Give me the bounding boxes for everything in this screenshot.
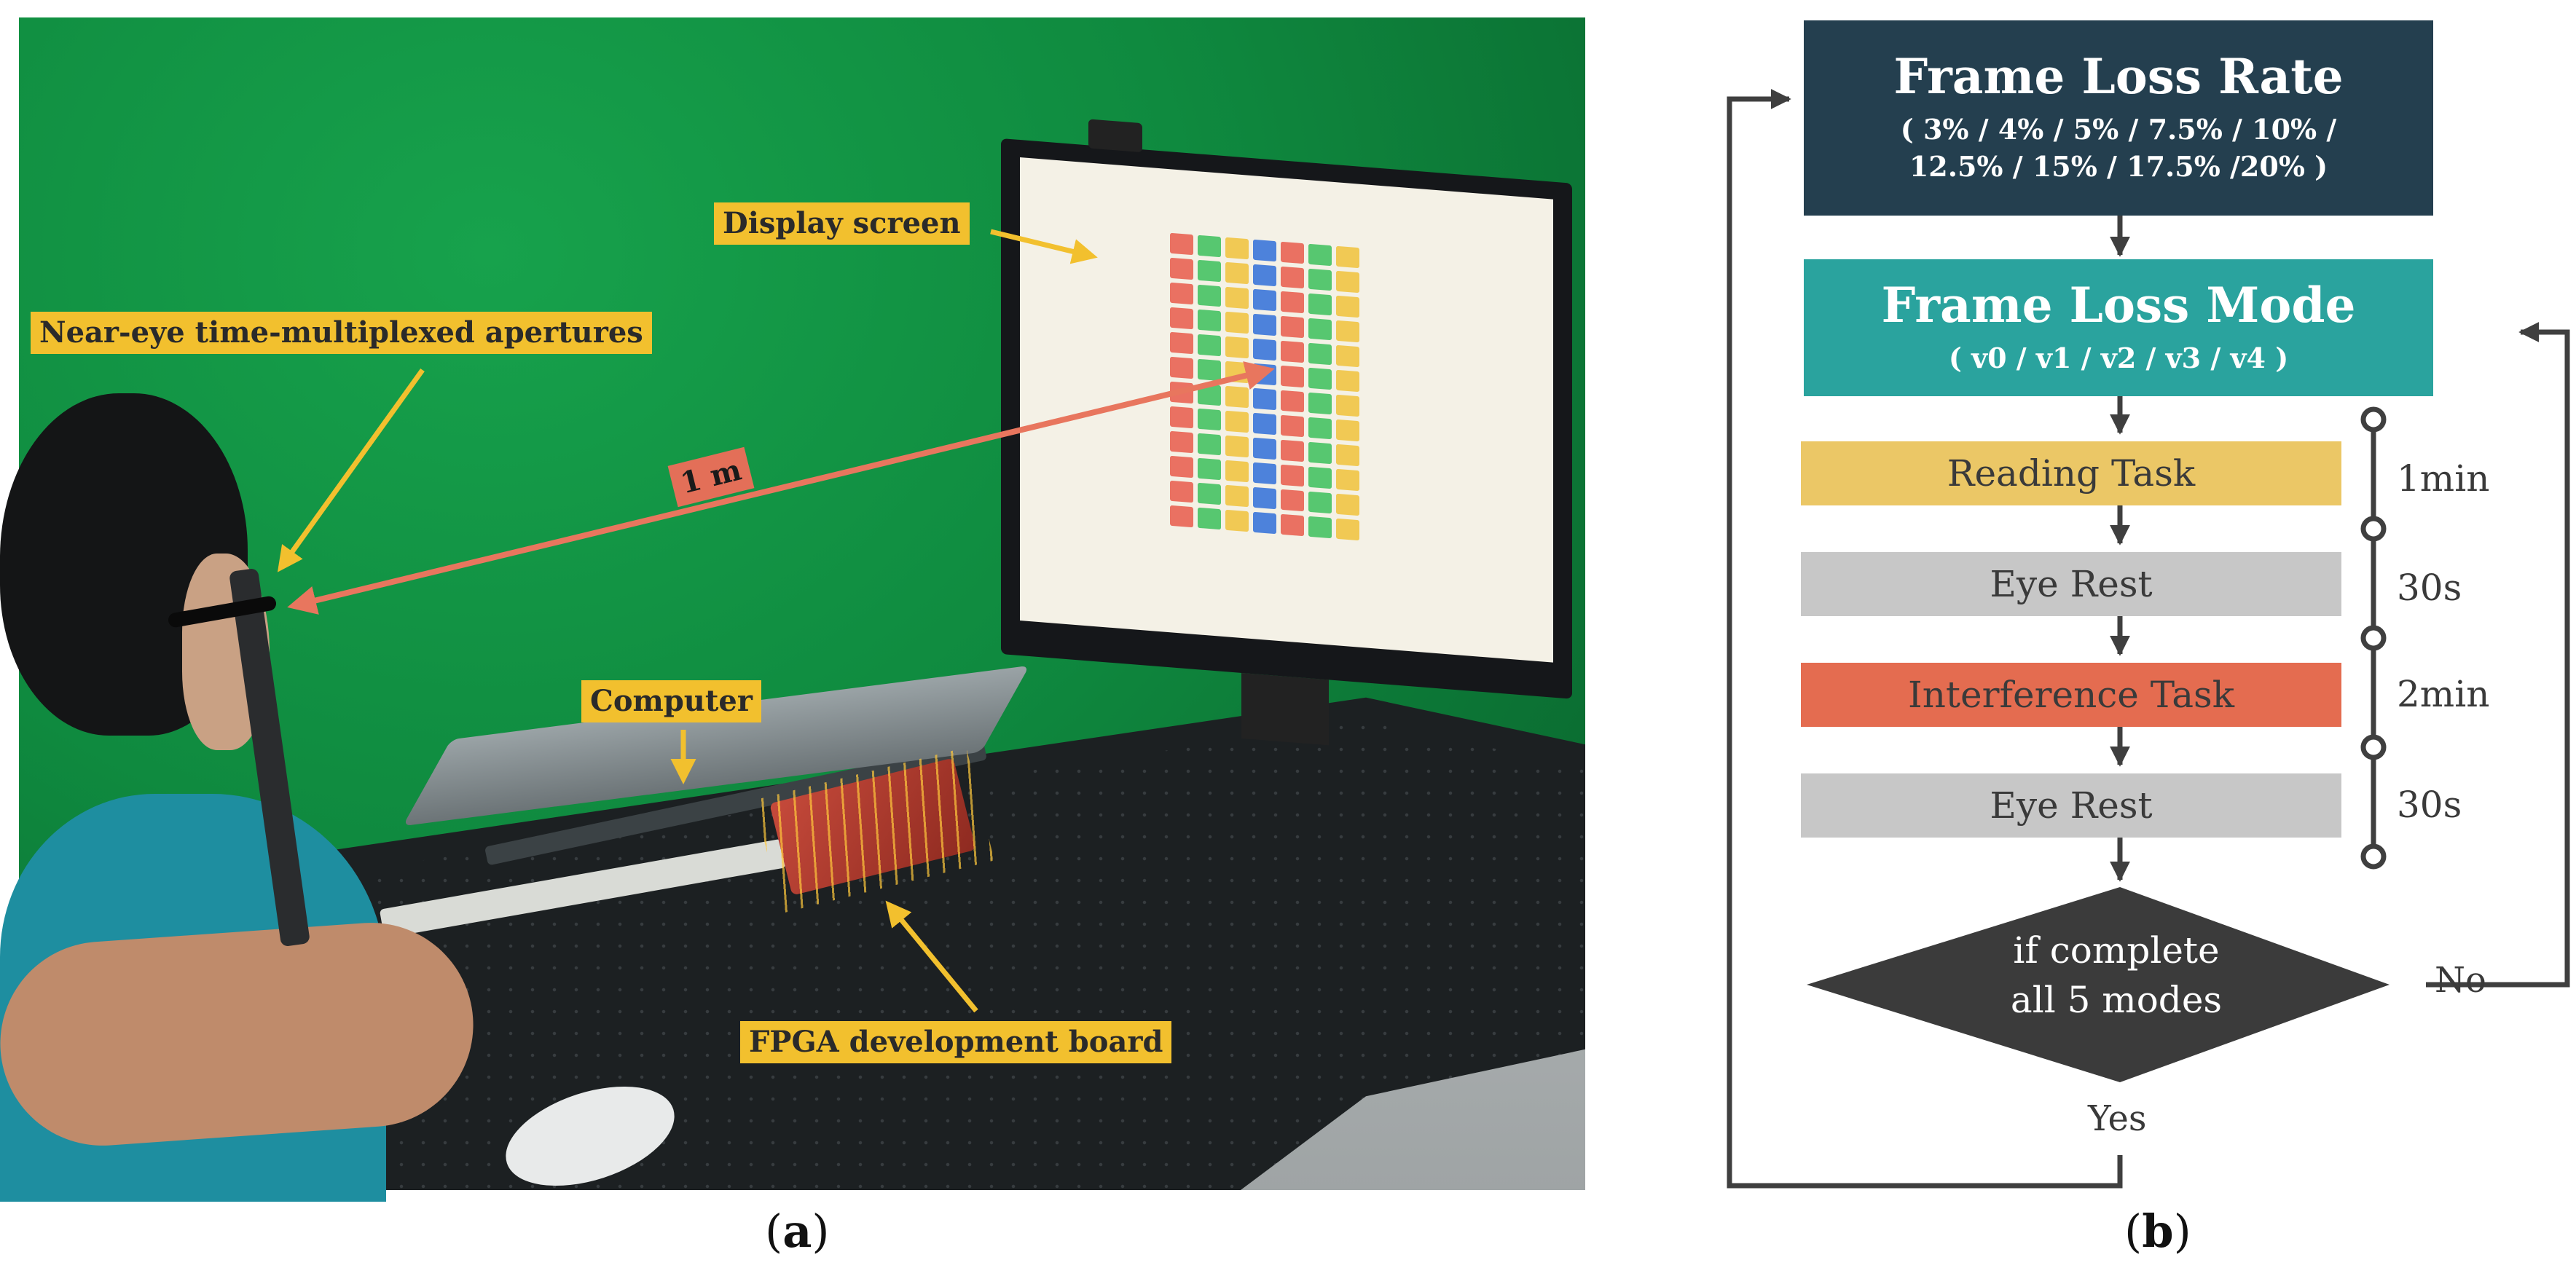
task-eye-rest-2: Eye Rest [1801, 773, 2341, 838]
decision-line-1: if complete [2013, 929, 2220, 972]
duration-reading: 1min [2397, 457, 2490, 500]
frame-loss-mode-box: Frame Loss Mode ( v0 / v1 / v2 / v3 / v4… [1804, 259, 2433, 396]
decision-diamond-shape [1807, 887, 2390, 1082]
frame-loss-mode-title: Frame Loss Mode [1881, 277, 2356, 334]
task-reading: Reading Task [1801, 441, 2341, 505]
duration-interference: 2min [2397, 673, 2490, 715]
task-eye-rest-1: Eye Rest [1801, 552, 2341, 616]
frame-loss-mode-values: ( v0 / v1 / v2 / v3 / v4 ) [1948, 341, 2289, 374]
frame-loss-rate-box: Frame Loss Rate ( 3% / 4% / 5% / 7.5% / … [1804, 20, 2433, 216]
frame-loss-rate-values-2: 12.5% / 15% / 17.5% /20% ) [1909, 150, 2328, 184]
label-fpga-board: FPGA development board [740, 1021, 1172, 1063]
decision-no-label: No [2435, 960, 2486, 1001]
decision-line-2: all 5 modes [2010, 978, 2223, 1021]
decision-yes-label: Yes [2088, 1098, 2147, 1139]
duration-eye-rest-1: 30s [2397, 567, 2462, 609]
decision-text: if complete all 5 modes [1909, 926, 2324, 1025]
label-display-screen: Display screen [714, 202, 970, 245]
label-computer: Computer [581, 680, 761, 722]
task-interference: Interference Task [1801, 663, 2341, 727]
frame-loss-rate-title: Frame Loss Rate [1893, 48, 2344, 106]
caption-b: (b) [2124, 1205, 2191, 1258]
label-near-eye-apertures: Near-eye time-multiplexed apertures [31, 312, 652, 354]
frame-loss-rate-values-1: ( 3% / 4% / 5% / 7.5% / 10% / [1900, 113, 2337, 146]
caption-a: (a) [765, 1205, 830, 1258]
duration-eye-rest-2: 30s [2397, 784, 2462, 826]
